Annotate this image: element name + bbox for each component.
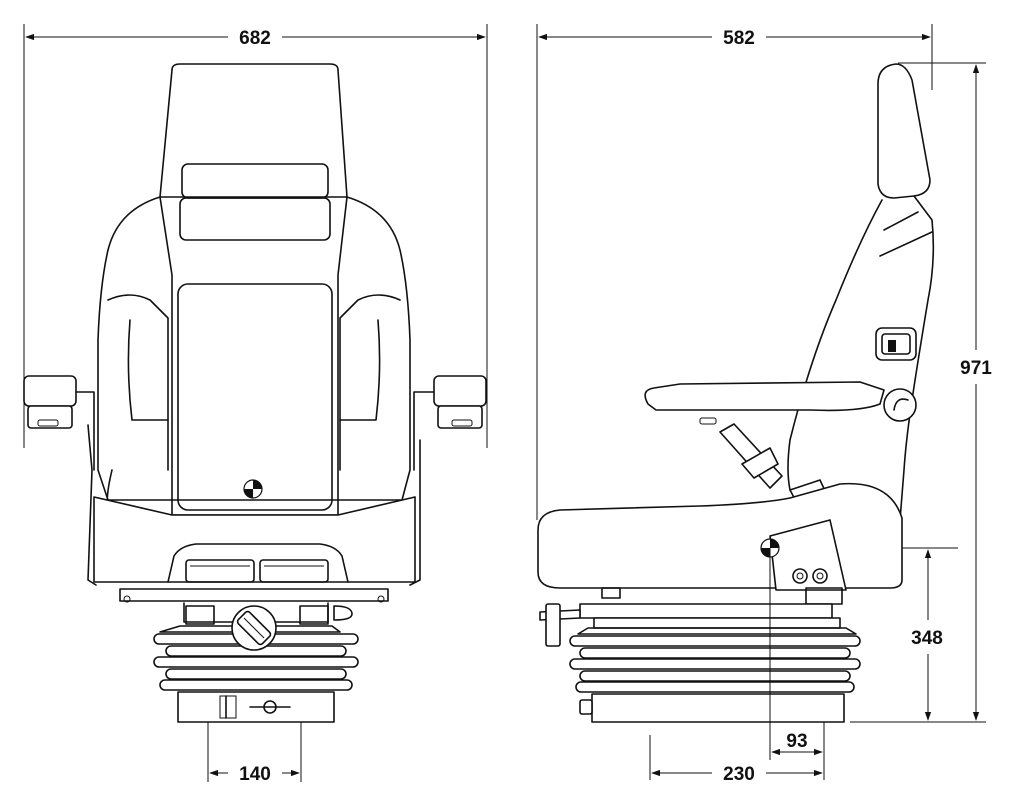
front-headrest [159, 63, 348, 198]
dim-base-width-front: 140 [239, 764, 271, 785]
dim-base-depth-side: 230 [723, 764, 755, 785]
front-view [23, 24, 488, 782]
side-slide-rail [579, 603, 833, 619]
side-cushion [537, 482, 903, 589]
dim-front-width: 682 [239, 28, 271, 49]
seat-index-point-icon [243, 479, 263, 499]
side-armrest [644, 381, 885, 412]
dim-sip-offset: 93 [786, 731, 807, 752]
front-backrest [97, 196, 411, 501]
dim-suspension-height: 348 [911, 628, 943, 649]
side-backrest [787, 199, 883, 491]
lumbar-handle-icon [875, 327, 917, 361]
front-slide-rail [119, 588, 389, 602]
side-headrest [877, 63, 931, 199]
front-cushion [93, 496, 416, 583]
side-base [591, 693, 845, 723]
front-armrest-right [433, 375, 487, 407]
adjustment-knob-icon [231, 605, 277, 651]
dimension-lines [25, 33, 980, 777]
front-armrest-left [23, 375, 77, 407]
front-bellows [159, 625, 341, 633]
dim-total-height: 971 [960, 358, 992, 379]
side-bellows [577, 627, 857, 635]
side-view [536, 24, 986, 780]
dim-side-depth: 582 [723, 28, 755, 49]
